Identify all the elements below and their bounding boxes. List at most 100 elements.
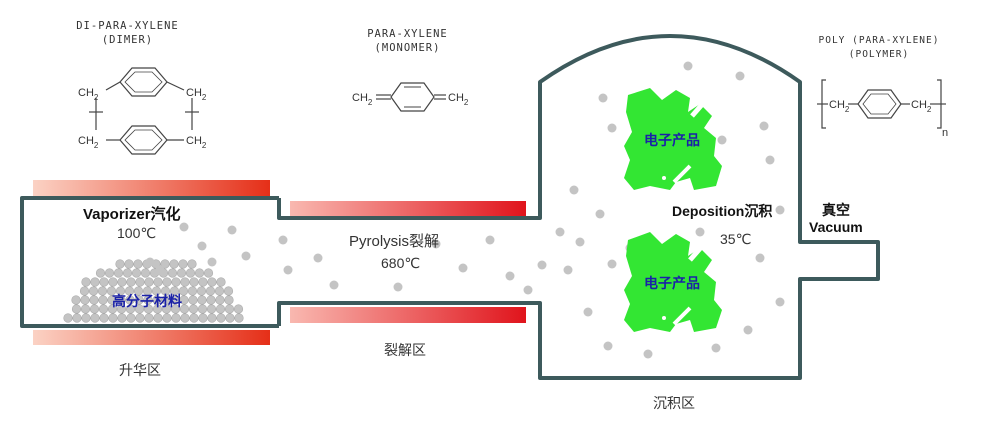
material-particle: [188, 304, 199, 314]
vaporizer-zone: 升华区: [119, 362, 161, 378]
material-particle: [179, 295, 189, 305]
material-particle: [198, 313, 208, 323]
material-particle: [88, 286, 99, 296]
gas-particle: [759, 121, 769, 131]
material-particle: [216, 313, 226, 323]
material-particle: [117, 313, 127, 323]
gas-particle: [717, 135, 727, 145]
material-particle: [161, 304, 172, 314]
dimer-header-type: (DIMER): [101, 34, 154, 46]
material-particle: [80, 295, 90, 305]
material-particle: [107, 295, 117, 305]
gas-particle: [555, 227, 565, 237]
material-particle: [152, 304, 163, 314]
material-particle: [135, 313, 145, 323]
material-particle: [116, 304, 127, 314]
gas-particle: [765, 155, 775, 165]
monomer-header-name: PARA-XYLENE: [367, 28, 448, 40]
material-particle: [206, 304, 217, 314]
gas-particle: [431, 239, 441, 249]
gas-particle: [575, 237, 585, 247]
material-particle: [98, 304, 109, 314]
gas-particle: [569, 185, 579, 195]
gas-particle: [598, 93, 608, 103]
gas-particle: [603, 341, 613, 351]
material-particle: [124, 286, 135, 296]
material-particle: [197, 304, 208, 314]
material-particle: [233, 304, 244, 314]
material-particle: [89, 295, 99, 305]
material-particle: [214, 286, 225, 296]
material-particle: [180, 313, 190, 323]
material-particle: [171, 313, 181, 323]
deposition-temp: 35℃: [720, 231, 752, 247]
material-particle: [134, 295, 144, 305]
material-particle: [188, 295, 198, 305]
material-particle: [224, 304, 235, 314]
gas-particle: [207, 257, 217, 267]
material-particle: [178, 259, 188, 269]
polymer-structure: [817, 79, 946, 129]
material-particle: [133, 286, 144, 296]
polymer-n: n: [942, 127, 948, 139]
gas-particle: [643, 349, 653, 359]
material-particle: [113, 268, 124, 278]
material-particle: [187, 259, 197, 269]
material-particle: [90, 277, 100, 287]
material-particle: [126, 313, 136, 323]
material-particle: [81, 313, 91, 323]
material-particle: [142, 286, 153, 296]
material-particle: [198, 277, 208, 287]
material-particle: [89, 304, 100, 314]
material-particle: [144, 313, 154, 323]
material-particle: [140, 268, 151, 278]
material-particle: [90, 313, 100, 323]
monomer-header-type: (MONOMER): [374, 42, 441, 54]
material-particle: [124, 259, 134, 269]
material-particle: [178, 286, 189, 296]
material-particle: [206, 295, 216, 305]
material-particle: [170, 295, 180, 305]
material-particle: [207, 313, 217, 323]
polymer-header-type: (POLYMER): [848, 49, 910, 60]
dimer-header: DI-PARA-XYLENE (DIMER): [70, 19, 185, 47]
gas-particle: [607, 123, 617, 133]
material-particle: [171, 277, 181, 287]
gas-particle: [241, 251, 251, 261]
monomer-particles: [145, 61, 785, 359]
gas-particle: [595, 209, 605, 219]
material-particle: [71, 304, 82, 314]
polymer-header-name: POLY (PARA-XYLENE): [818, 35, 940, 46]
material-particle: [63, 313, 73, 323]
material-particle: [81, 277, 91, 287]
material-particle: [108, 313, 118, 323]
material-particle: [189, 313, 199, 323]
material-particle: [143, 295, 153, 305]
material-particle: [125, 304, 136, 314]
material-particle: [98, 295, 108, 305]
polymer-ch2-right: CH2: [911, 99, 932, 114]
material-particle: [207, 277, 217, 287]
product-label-bottom: 电子产品: [644, 275, 700, 291]
monomer-ch2-left: CH2: [352, 92, 373, 107]
gas-particle: [145, 257, 155, 267]
gas-particle: [283, 265, 293, 275]
dimer-ch2-bl: CH2: [78, 135, 99, 150]
material-particle: [161, 295, 171, 305]
dimer-ch2-tl: CH2: [78, 87, 99, 102]
material-particle: [134, 304, 145, 314]
gas-particle: [155, 265, 165, 275]
vaporizer-title: Vaporizer汽化: [83, 206, 181, 223]
gas-particle: [485, 235, 495, 245]
material-particle: [180, 277, 190, 287]
polymer-ch2-left: CH2: [829, 99, 850, 114]
material-particle: [224, 295, 234, 305]
pyrolysis-heater-bottom: [290, 307, 526, 323]
material-particle: [152, 295, 162, 305]
polymer-header: POLY (PARA-XYLENE) (POLYMER): [803, 34, 955, 62]
gas-particle: [755, 253, 765, 263]
material-particle: [117, 277, 127, 287]
gas-particle: [537, 260, 547, 270]
pyrolysis-title: Pyrolysis裂解: [349, 233, 440, 250]
material-particle: [122, 268, 133, 278]
